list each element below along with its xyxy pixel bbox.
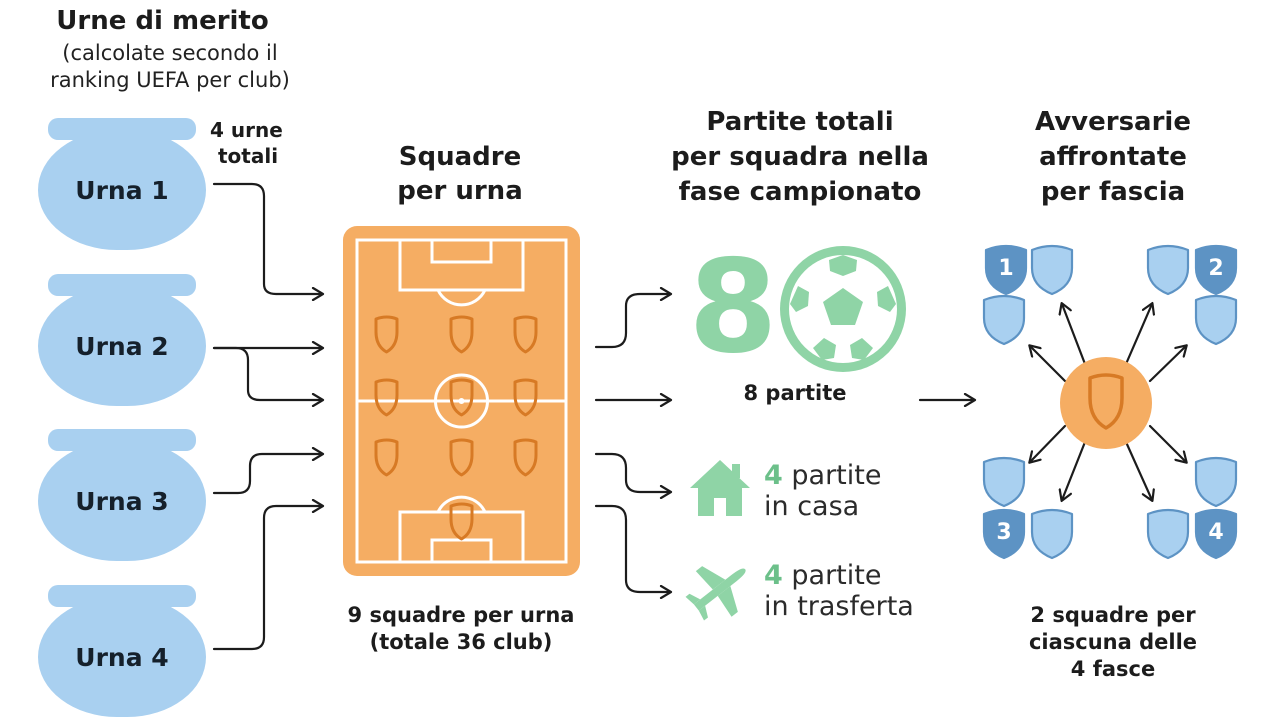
squadre-title-line1: Squadre bbox=[398, 142, 522, 172]
avversarie-title-line2: affrontate bbox=[1039, 142, 1187, 172]
opponent-shield-icon bbox=[1194, 508, 1238, 560]
away-count: 4 bbox=[764, 560, 783, 591]
avversarie-caption-line2: ciascuna delle bbox=[1028, 630, 1198, 654]
squadre-title-line2: per urna bbox=[397, 176, 523, 206]
partite-total-label: 8 partite bbox=[743, 381, 847, 405]
urne-total-line2: totali bbox=[218, 144, 279, 168]
airplane-icon bbox=[685, 566, 746, 621]
urna-1: Urna 1 bbox=[38, 118, 206, 250]
team-shield-icon bbox=[374, 438, 399, 477]
partite-big-number: 8 bbox=[688, 233, 778, 382]
urna-1-label: Urna 1 bbox=[75, 175, 169, 205]
urna-4: Urna 4 bbox=[38, 585, 206, 717]
fascia-4-number: 4 bbox=[1208, 519, 1224, 545]
opponent-shield-icon bbox=[984, 244, 1028, 296]
opponent-shield-icon bbox=[1146, 244, 1190, 296]
home-icon bbox=[690, 460, 750, 516]
squadre-caption-line2: (totale 36 club) bbox=[369, 630, 553, 654]
team-shield-icon bbox=[449, 502, 474, 541]
opponent-shield-icon bbox=[1194, 294, 1238, 346]
partite-title-line1: Partite totali bbox=[706, 107, 894, 137]
urna-3: Urna 3 bbox=[38, 429, 206, 561]
urne-subtitle-line1: (calcolate secondo il bbox=[62, 41, 278, 65]
center-team-circle bbox=[1060, 357, 1152, 449]
opponent-shield-icon bbox=[1030, 508, 1074, 560]
partite-title-line2: per squadra nella bbox=[671, 142, 929, 172]
urna-2-label: Urna 2 bbox=[75, 331, 169, 361]
opponent-shield-icon bbox=[1146, 508, 1190, 560]
fascia-3-number: 3 bbox=[996, 519, 1012, 545]
team-shield-icon bbox=[449, 438, 474, 477]
squadre-caption-line1: 9 squadre per urna bbox=[347, 603, 575, 627]
team-shield-icon bbox=[513, 438, 538, 477]
opponent-shield-icon bbox=[982, 456, 1026, 508]
avversarie-title-line1: Avversarie bbox=[1035, 107, 1191, 137]
home-stat-line2: in casa bbox=[764, 491, 860, 522]
opponent-shield-icon bbox=[982, 294, 1026, 346]
opponents-diagram bbox=[982, 244, 1238, 560]
opponent-shield-icon bbox=[1030, 244, 1074, 296]
center-team-shield-icon bbox=[1088, 373, 1124, 430]
urne-title: Urne di merito bbox=[56, 6, 269, 36]
avversarie-title-line3: per fascia bbox=[1040, 177, 1186, 207]
urna-4-label: Urna 4 bbox=[75, 642, 169, 672]
home-stat-line1: 4 partite bbox=[764, 460, 934, 492]
football-pitch bbox=[343, 226, 580, 576]
urne-total-line1: 4 urne bbox=[210, 118, 283, 142]
home-line1: partite bbox=[782, 460, 882, 491]
fascia-2-number: 2 bbox=[1208, 255, 1224, 281]
avversarie-caption-line1: 2 squadre per bbox=[1030, 603, 1196, 627]
team-shield-icon bbox=[513, 378, 538, 417]
opponent-shield-icon bbox=[982, 508, 1026, 560]
opponent-shield-icon bbox=[1194, 244, 1238, 296]
fascia-1-number: 1 bbox=[998, 255, 1014, 281]
team-shield-icon bbox=[513, 315, 538, 354]
urna-2: Urna 2 bbox=[38, 274, 206, 406]
team-shield-icon bbox=[449, 378, 474, 417]
connector-arrows bbox=[212, 182, 1280, 651]
team-shield-icon bbox=[449, 315, 474, 354]
team-shield-icon bbox=[374, 315, 399, 354]
urna-3-label: Urna 3 bbox=[75, 486, 169, 516]
away-stat-line1: 4 partite bbox=[764, 560, 934, 592]
opponent-shield-icon bbox=[1194, 456, 1238, 508]
urne-subtitle-line2: ranking UEFA per club) bbox=[50, 68, 290, 92]
avversarie-caption-line3: 4 fasce bbox=[1070, 657, 1156, 681]
away-stat-line2: in trasferta bbox=[764, 591, 914, 622]
team-shield-icon bbox=[374, 378, 399, 417]
home-count: 4 bbox=[764, 460, 783, 491]
away-line1: partite bbox=[782, 560, 882, 591]
soccer-ball-icon bbox=[780, 246, 906, 372]
partite-title-line3: fase campionato bbox=[678, 177, 922, 207]
